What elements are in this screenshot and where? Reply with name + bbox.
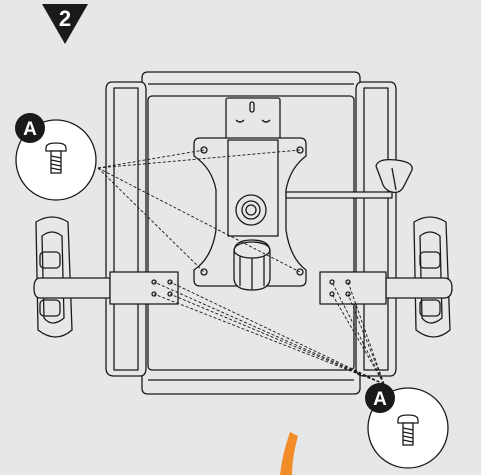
right-armrest-pad — [413, 216, 451, 338]
step-triangle — [42, 4, 88, 44]
plate-hole — [296, 146, 304, 154]
plate-hole — [200, 146, 208, 154]
plate-hole — [200, 268, 208, 276]
left-arm-hole — [151, 291, 157, 297]
chair-seat — [33, 71, 453, 395]
left-armrest-pad-inner — [41, 231, 65, 324]
right-arm-hole — [329, 291, 335, 297]
callout-a-bottom: A — [365, 383, 449, 469]
right-arm-hole — [345, 291, 351, 297]
seat-pan — [147, 95, 355, 371]
right-armrest-slot — [419, 251, 441, 269]
right-armrest-bar — [385, 277, 453, 299]
height-lever-rod — [285, 191, 393, 199]
left-cushion — [105, 81, 147, 377]
lever-detail — [391, 167, 397, 191]
left-arm-hole — [151, 279, 157, 285]
bracket-slot-top — [249, 101, 255, 113]
step-indicator: 2 — [42, 4, 88, 44]
left-armrest-bar — [33, 277, 111, 299]
orange-arrow-icon — [280, 432, 298, 475]
left-arm-hole — [167, 279, 173, 285]
callout-letter: A — [23, 119, 37, 140]
gas-lift-socket-core — [245, 204, 257, 216]
screw-icon — [45, 142, 67, 174]
left-armrest-slot — [39, 299, 61, 317]
bracket-slots — [235, 119, 271, 123]
screw-icon — [397, 414, 419, 446]
step-number: 2 — [59, 6, 71, 31]
right-arm-hole — [345, 279, 351, 285]
left-arm-hole — [167, 291, 173, 297]
left-armrest-pad — [35, 216, 73, 338]
callout-a-top: A — [15, 113, 97, 201]
right-armrest-pad-inner — [419, 231, 443, 324]
callout-badge — [365, 383, 395, 413]
right-arm-bracket — [319, 271, 387, 305]
callout-badge — [15, 113, 45, 143]
right-armrest-slot — [419, 299, 441, 317]
left-armrest-slot — [39, 251, 61, 269]
right-cushion — [355, 81, 397, 377]
gas-lift-socket — [235, 194, 267, 226]
gas-lift-socket-inner — [241, 200, 261, 220]
mechanism-housing — [227, 139, 279, 237]
callout-letter: A — [373, 389, 387, 410]
screw-leader-lines — [97, 149, 385, 385]
plate-hole — [296, 268, 304, 276]
right-arm-hole — [329, 279, 335, 285]
